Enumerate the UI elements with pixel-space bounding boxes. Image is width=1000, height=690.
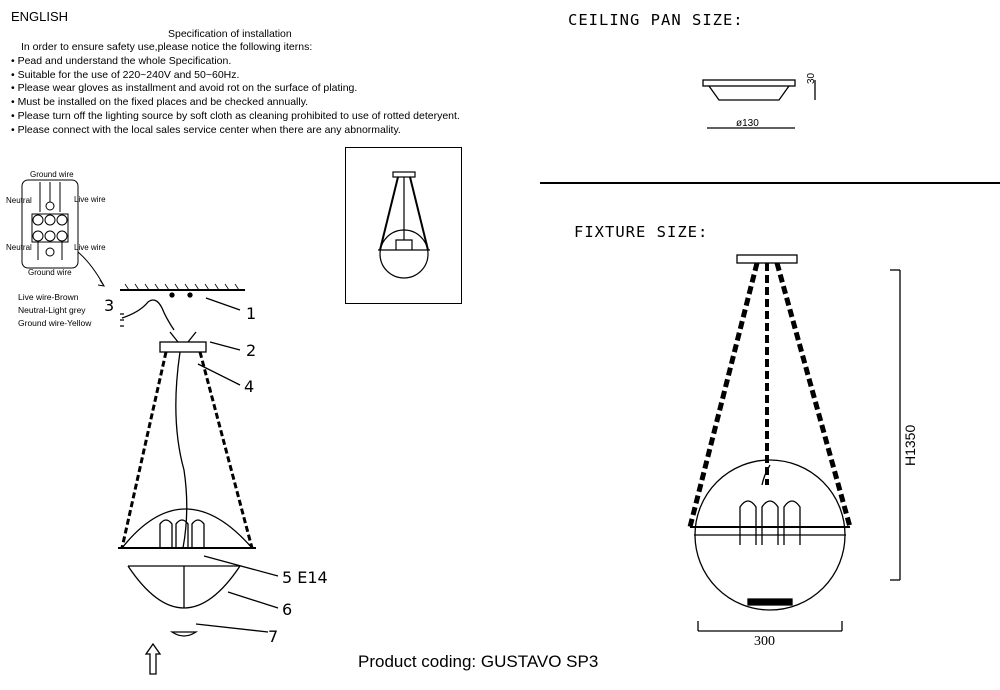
spec-rule: • Please turn off the lighting source by…	[11, 109, 460, 122]
fixture-width: 300	[754, 634, 775, 649]
fixture-size-title: FIXTURE SIZE:	[574, 223, 709, 241]
label-neutral-top: Neutral	[6, 196, 32, 205]
spec-rule: • Suitable for the use of 220~240V and 5…	[11, 68, 240, 81]
fixture-thumbnail	[345, 147, 462, 304]
callout-4: 4	[244, 377, 255, 396]
installation-diagram	[118, 283, 279, 675]
language-heading: ENGLISH	[11, 9, 69, 24]
legend-item: Live wire-Brown	[18, 292, 79, 302]
callout-1: 1	[246, 304, 257, 323]
spec-title: Specification of installation	[168, 28, 292, 40]
product-code: Product coding: GUSTAVO SP3	[358, 652, 599, 671]
spec-rule: • Please connect with the local sales se…	[11, 123, 401, 136]
callout-7: 7	[268, 627, 279, 646]
label-ground-wire-top: Ground wire	[30, 170, 74, 179]
label-neutral-bottom: Neutral	[6, 243, 32, 252]
spec-rule: • Must be installed on the fixed places …	[11, 96, 309, 109]
fixture-drawing	[687, 254, 901, 632]
wiring-diagram	[21, 179, 106, 287]
legend-item: Ground wire-Yellow	[18, 318, 92, 328]
spec-intro: In order to ensure safety use,please not…	[21, 41, 313, 53]
spec-rules: • Pead and understand the whole Specific…	[11, 55, 460, 137]
callout-5-e14: 5 E14	[282, 568, 328, 587]
callout-6: 6	[282, 600, 293, 619]
ceiling-pan-diameter: ø130	[736, 118, 759, 129]
callout-3: 3	[104, 296, 115, 315]
fixture-height: H1350	[902, 424, 918, 466]
legend-item: Neutral-Light grey	[18, 305, 86, 315]
spec-rule: • Please wear gloves as installment and …	[11, 82, 358, 95]
ceiling-pan-height: 30	[806, 72, 817, 84]
fixture-thumbnail-drawing	[378, 171, 430, 279]
label-ground-wire-bottom: Ground wire	[28, 268, 72, 277]
section-divider	[540, 182, 1000, 184]
ceiling-pan-drawing	[702, 79, 816, 129]
spec-rule: • Pead and understand the whole Specific…	[11, 55, 232, 67]
label-live-wire-top: Live wire	[74, 195, 106, 204]
ceiling-pan-title: CEILING PAN SIZE:	[568, 11, 744, 29]
label-live-wire-bottom: Live wire	[74, 243, 106, 252]
callout-2: 2	[246, 341, 257, 360]
wire-color-legend: Live wire-Brown Neutral-Light grey Groun…	[18, 291, 91, 330]
